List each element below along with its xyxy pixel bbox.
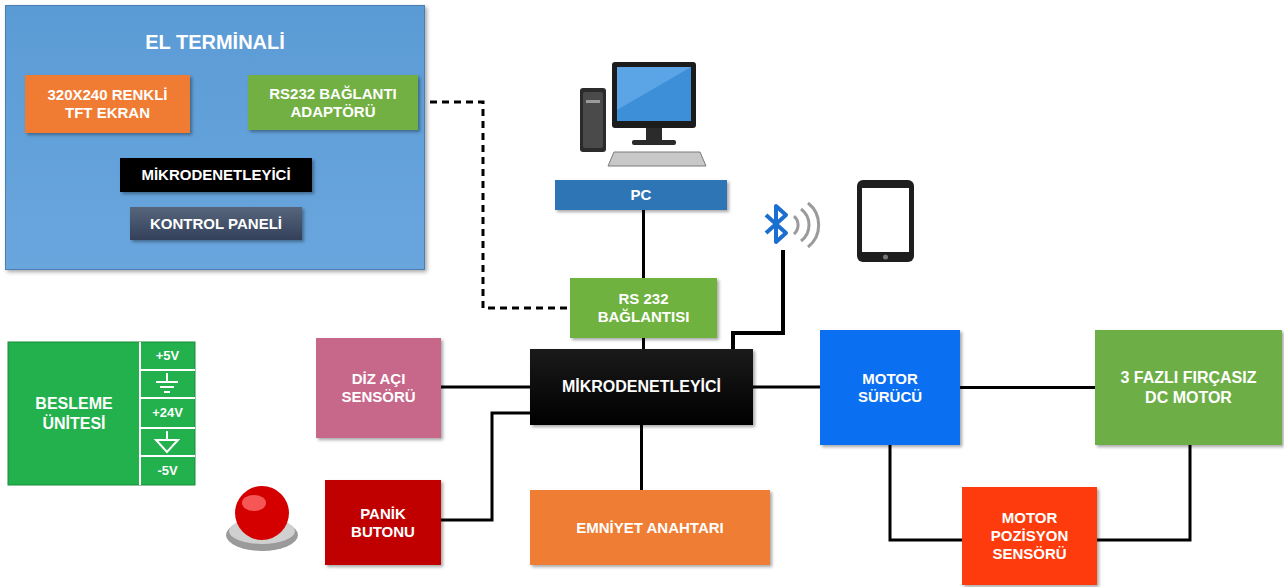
monitor-screen [617, 67, 691, 121]
monitor-neck [646, 128, 662, 140]
voltage-label: +24V [140, 398, 195, 428]
node-label: MOTOR POZİSYON SENSÖRÜ [970, 509, 1089, 563]
mcu-box: MİKRODENETLEYİCİ [120, 158, 312, 192]
pc-tower [580, 88, 606, 152]
bluetooth-icon [766, 203, 819, 247]
motor-box: 3 FAZLI FIRÇASIZ DC MOTOR [1095, 330, 1282, 445]
pc-box: PC [555, 180, 727, 210]
keyboard [608, 152, 706, 166]
driver-box: MOTOR SÜRÜCÜ [820, 330, 960, 445]
display-box: 320X240 RENKLİ TFT EKRAN [25, 75, 190, 133]
connector [753, 386, 820, 389]
connector [642, 210, 645, 278]
tablet-body [857, 180, 914, 262]
node-label: 320X240 RENKLİ TFT EKRAN [37, 86, 178, 122]
node-label: 3 FAZLI FIRÇASIZ DC MOTOR [1107, 368, 1270, 406]
dashed-connector [418, 102, 570, 308]
power-supply-shape [8, 342, 195, 485]
panel-heading: EL TERMİNALİ [6, 30, 424, 54]
button-highlight [242, 495, 266, 511]
tablet-screen [862, 188, 909, 252]
signal-arc [801, 209, 809, 241]
connector [1097, 445, 1190, 540]
signal-ground-symbol [156, 431, 178, 452]
connector [441, 413, 530, 520]
node-label: PC [631, 186, 652, 204]
pc-tower-face [583, 92, 603, 148]
screen-glare [617, 67, 691, 110]
power-supply-box: BESLEME ÜNİTESİ+5V +24V -5V [8, 342, 195, 485]
supply-cell-lines [140, 342, 195, 485]
terminal-panel: EL TERMİNALİ 320X240 RENKLİ TFT EKRAN RS23… [5, 5, 425, 270]
panic-box: PANİK BUTONU [325, 480, 441, 565]
voltage-label: +5V [140, 342, 195, 370]
node-label: MİKRODENETLEYİCİ [141, 166, 290, 184]
node-label: PANİK BUTONU [337, 505, 429, 541]
connector [642, 338, 645, 349]
monitor-frame [612, 62, 696, 128]
ground-symbol [156, 373, 178, 392]
adapter-box: RS232 BAĞLANTI ADAPTÖRÜ [248, 75, 418, 130]
panic-button-icon [226, 486, 298, 551]
node-label: RS232 BAĞLANTI ADAPTÖRÜ [260, 85, 406, 121]
button-cap [235, 486, 289, 540]
rs232-box: RS 232 BAĞLANTISI [570, 278, 717, 338]
supply-body [8, 342, 195, 485]
position-sensor-box: MOTOR POZİSYON SENSÖRÜ [962, 487, 1097, 585]
tablet-button [883, 255, 888, 260]
mcu-box: MİKRODENETLEYİCİ [530, 349, 753, 425]
safety-switch-box: EMNİYET ANAHTARI [530, 490, 770, 565]
node-label: DİZ AÇI SENSÖRÜ [328, 370, 429, 406]
node-label: KONTROL PANELİ [150, 215, 282, 233]
computer-icon [580, 62, 706, 166]
voltage-label: -5V [140, 456, 195, 485]
control-panel-box: KONTROL PANELİ [130, 207, 302, 240]
bluetooth-wire [733, 250, 783, 349]
node-label: MOTOR SÜRÜCÜ [834, 370, 946, 406]
connector [890, 445, 962, 540]
node-label: MİKRODENETLEYİCİ [562, 377, 721, 396]
monitor-base [632, 140, 676, 145]
signal-arc [794, 216, 798, 234]
tablet-icon [857, 180, 914, 262]
node-label: RS 232 BAĞLANTISI [590, 290, 697, 326]
node-label: BESLEME ÜNİTESİ [8, 342, 140, 485]
node-label: EMNİYET ANAHTARI [576, 519, 724, 537]
sensor-box: DİZ AÇI SENSÖRÜ [316, 338, 441, 438]
bluetooth-rune [766, 206, 786, 242]
connector [960, 386, 1095, 389]
pc-drive [586, 100, 600, 103]
signal-arc [808, 203, 819, 247]
connector [640, 425, 643, 490]
connector [441, 386, 530, 389]
